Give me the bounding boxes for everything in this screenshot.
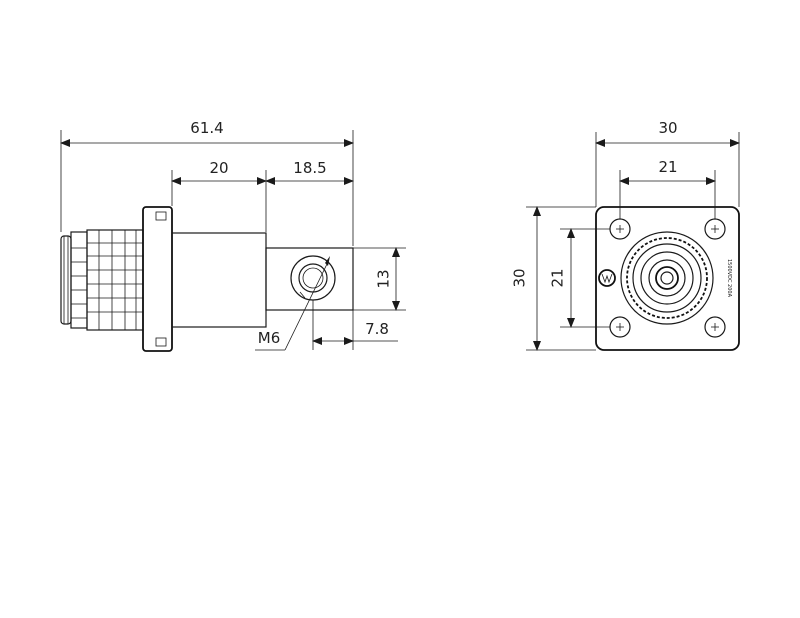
hole-pitch-x-label: 21	[658, 158, 677, 176]
flange	[142, 206, 173, 352]
dim-hole-pitch-y: 21	[549, 228, 610, 328]
dim-flange-to-tab: 20	[171, 159, 267, 232]
terminal-tab	[265, 247, 354, 311]
tab-length-label: 18.5	[293, 159, 326, 177]
tab-height-label: 13	[375, 269, 393, 288]
side-view: 61.4 20 18.5 13 7.8	[60, 119, 406, 352]
cylinder-body	[171, 232, 267, 328]
overall-length-label: 61.4	[190, 119, 223, 137]
brand-logo	[598, 269, 616, 287]
height-label: 30	[511, 268, 529, 287]
dim-hole-pitch-x: 21	[619, 158, 716, 219]
dim-hole-offset: 7.8	[312, 300, 398, 350]
dim-overall-length: 61.4	[60, 119, 354, 246]
thread-label: M6	[258, 329, 281, 347]
thread-callout: M6	[255, 256, 330, 351]
flange-plate	[595, 206, 740, 351]
receptacle	[620, 231, 714, 325]
ribbed-body	[86, 229, 144, 331]
dim-tab-length: 18.5	[265, 159, 354, 185]
hole-offset-label: 7.8	[365, 320, 389, 338]
dim-height: 30	[511, 206, 596, 351]
hole-pitch-y-label: 21	[549, 268, 567, 287]
knurled-cap	[60, 231, 88, 329]
tab-hole-inner	[302, 267, 324, 289]
flange-to-tab-label: 20	[209, 159, 228, 177]
dim-width: 30	[595, 119, 740, 207]
width-label: 30	[658, 119, 677, 137]
dim-tab-height: 13	[353, 247, 406, 311]
rating-marking: 1500VDC 200A	[726, 259, 732, 298]
front-view: 1500VDC 200A 30 21 30 21	[511, 119, 740, 351]
